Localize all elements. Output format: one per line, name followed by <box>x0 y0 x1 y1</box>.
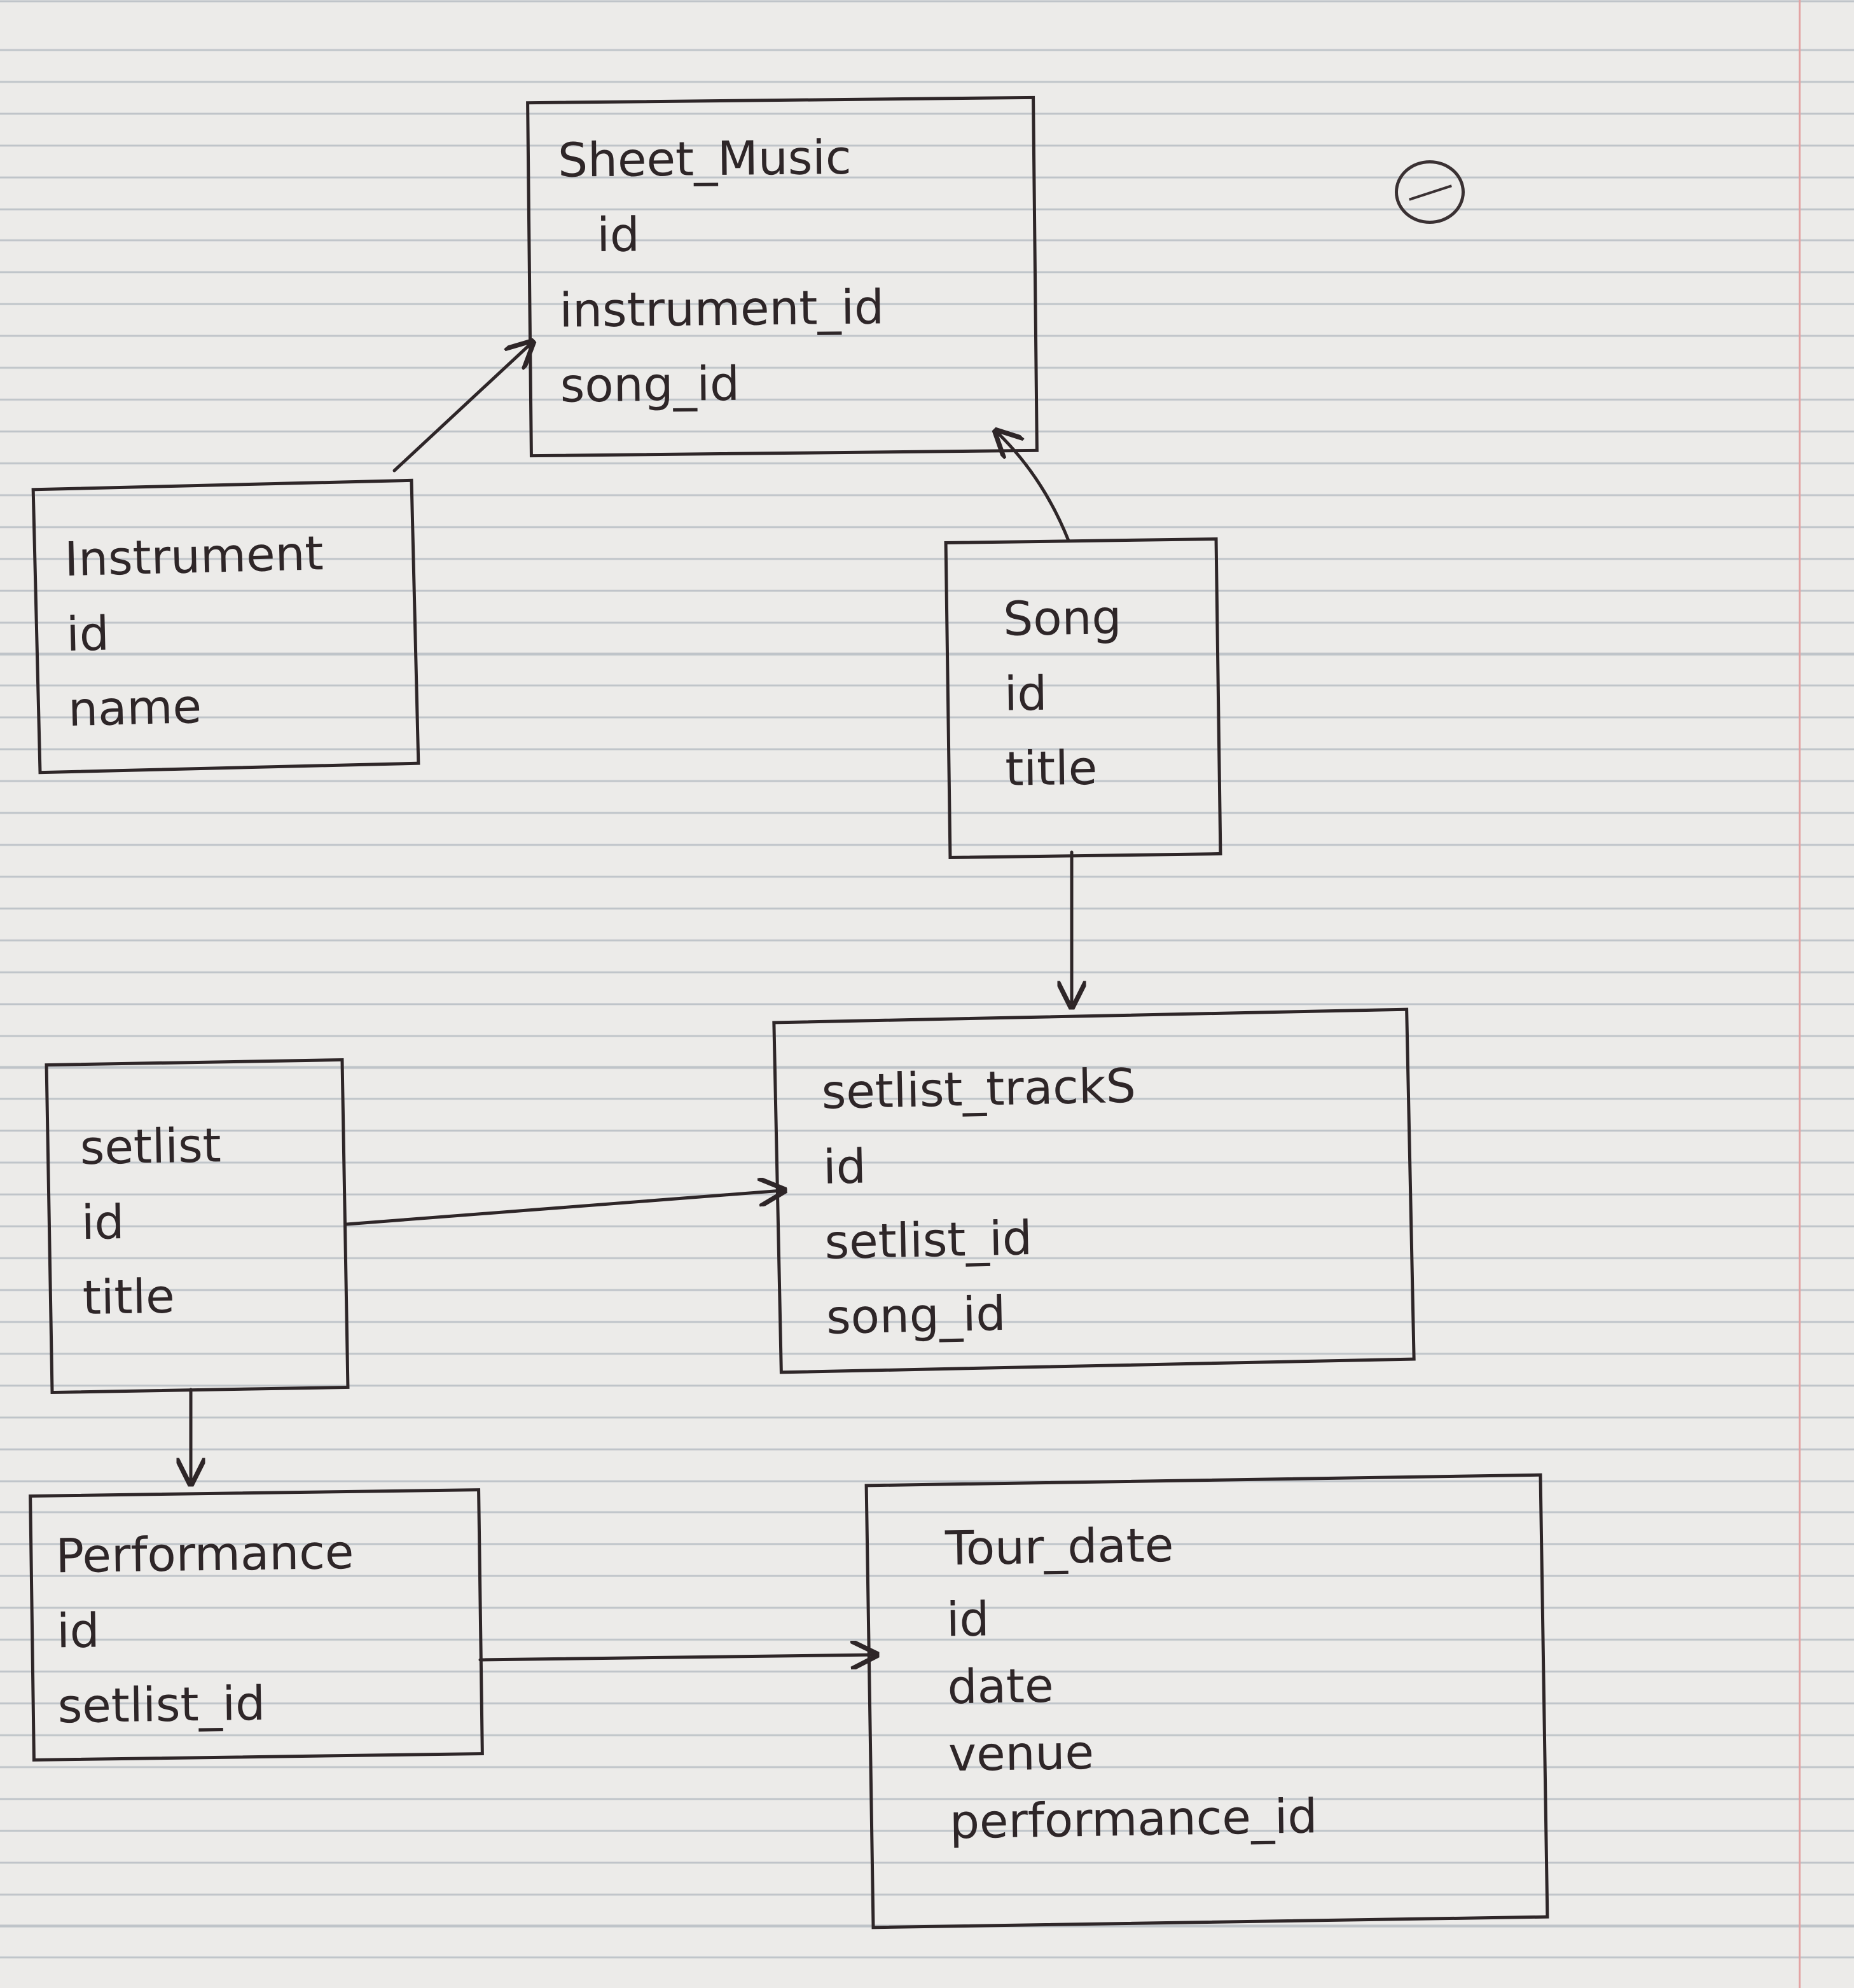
entity-field: song_id <box>560 356 740 413</box>
entity-field: id <box>1004 666 1048 722</box>
entity-field: setlist_id <box>824 1211 1033 1270</box>
arrow-performance-to-tour-date <box>478 1655 875 1660</box>
entity-setlist-tracks: setlist_trackS id setlist_id song_id <box>772 1007 1416 1374</box>
entity-field: id <box>81 1195 125 1251</box>
entity-field: id <box>56 1603 100 1659</box>
entity-sheet-music: Sheet_Music id instrument_id song_id <box>526 95 1039 458</box>
entity-title: Tour_date <box>944 1517 1174 1577</box>
notebook-margin-line <box>1799 0 1801 1988</box>
entity-title: setlist <box>80 1118 222 1176</box>
entity-field: date <box>946 1658 1055 1715</box>
entity-title: Instrument <box>64 526 324 588</box>
entity-field: id <box>822 1139 867 1195</box>
entity-field: title <box>1004 740 1098 797</box>
entity-field: venue <box>948 1725 1095 1783</box>
entity-tour-date: Tour_date id date venue performance_id <box>864 1473 1549 1929</box>
entity-field: id <box>66 606 110 663</box>
arrow-instrument-to-sheet-music <box>392 343 531 473</box>
entity-field: instrument_id <box>559 280 885 338</box>
entity-field: id <box>946 1592 990 1648</box>
entity-field: title <box>82 1269 176 1326</box>
entity-instrument: Instrument id name <box>31 478 420 775</box>
entity-title: Sheet_Music <box>557 130 852 188</box>
arrow-setlist-to-setlist-tracks <box>345 1191 782 1226</box>
entity-performance: Performance id setlist_id <box>29 1488 484 1762</box>
entity-title: Performance <box>55 1524 354 1584</box>
entity-field: setlist_id <box>57 1676 266 1734</box>
entity-field: song_id <box>826 1286 1007 1345</box>
entity-field: id <box>596 207 640 263</box>
entity-title: Song <box>1002 590 1122 647</box>
entity-setlist: setlist id title <box>45 1058 350 1395</box>
entity-field: name <box>67 679 202 738</box>
entity-field: performance_id <box>949 1789 1318 1850</box>
arrow-song-to-sheet-music <box>997 432 1070 542</box>
entity-title: setlist_trackS <box>820 1058 1137 1120</box>
entity-song: Song id title <box>944 537 1222 859</box>
punch-hole-mark <box>1395 160 1465 224</box>
